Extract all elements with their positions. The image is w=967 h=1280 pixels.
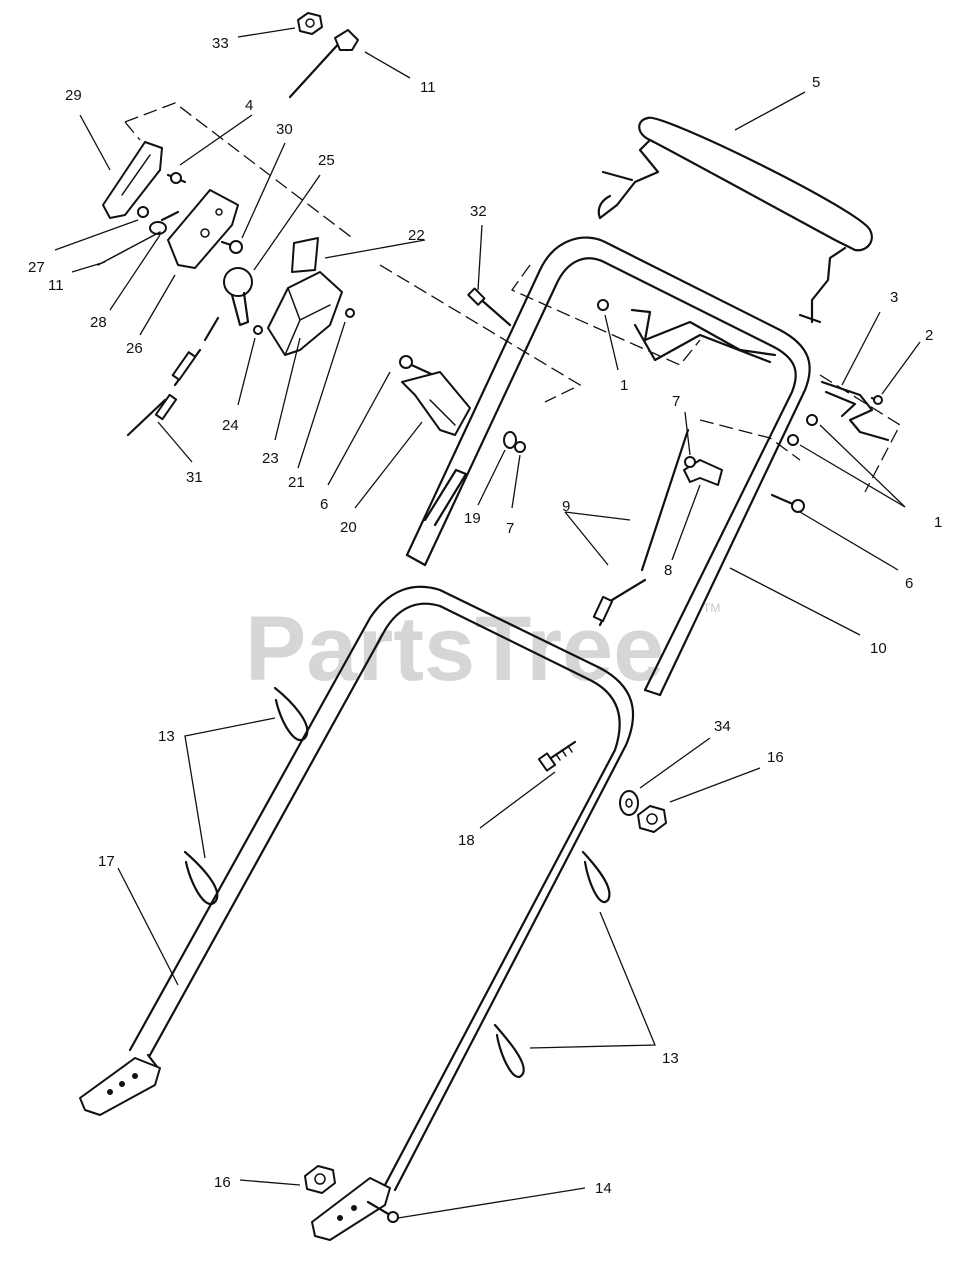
nut-1-handle xyxy=(597,299,609,311)
callout-7-right: 7 xyxy=(672,393,680,410)
callout-23: 23 xyxy=(262,450,279,467)
latch-2 xyxy=(870,395,883,405)
callout-18: 18 xyxy=(458,832,475,849)
callout-6-left: 6 xyxy=(320,496,328,513)
callout-30: 30 xyxy=(276,121,293,138)
lower-left-bracket xyxy=(79,1057,161,1116)
cable-end-11-lower xyxy=(97,231,161,266)
spring-4 xyxy=(166,172,187,184)
callout-31: 31 xyxy=(186,469,203,486)
callout-11-lower: 11 xyxy=(48,277,64,294)
callout-21: 21 xyxy=(288,474,305,491)
callout-6-right: 6 xyxy=(905,575,913,592)
callout-14: 14 xyxy=(595,1180,612,1197)
callout-1-handle: 1 xyxy=(620,377,628,394)
callout-34: 34 xyxy=(714,718,731,735)
callout-29: 29 xyxy=(65,87,82,104)
bracket-20 xyxy=(401,371,471,436)
label-22 xyxy=(291,237,319,273)
housing-29 xyxy=(102,141,163,219)
callout-9: 9 xyxy=(562,498,570,515)
washer-19 xyxy=(503,431,517,449)
callout-28: 28 xyxy=(90,314,107,331)
callout-16-upper: 16 xyxy=(767,749,784,766)
nut-21 xyxy=(345,308,355,318)
callout-27: 27 xyxy=(28,259,45,276)
washer-24 xyxy=(253,325,263,335)
bolt-6-right xyxy=(770,493,805,513)
callout-7-left: 7 xyxy=(506,520,514,537)
callout-32: 32 xyxy=(470,203,487,220)
callout-24: 24 xyxy=(222,417,239,434)
callout-22: 22 xyxy=(408,227,425,244)
callout-4: 4 xyxy=(245,97,253,114)
cable-end-11-upper xyxy=(288,29,359,99)
lever-housing-26 xyxy=(167,189,239,269)
callout-1-right: 1 xyxy=(934,514,942,531)
bolt-30 xyxy=(220,240,243,254)
callout-26: 26 xyxy=(126,340,143,357)
callout-33: 33 xyxy=(212,35,229,52)
callout-16-lower: 16 xyxy=(214,1174,231,1191)
callout-19: 19 xyxy=(464,510,481,527)
callout-25: 25 xyxy=(318,152,335,169)
nut-16-lower xyxy=(304,1165,336,1194)
latch-3 xyxy=(820,380,890,442)
callout-11-upper: 11 xyxy=(420,79,436,96)
cable-9 xyxy=(592,428,690,627)
nut-7-left xyxy=(514,441,526,453)
washer-28 xyxy=(149,210,180,235)
nut-16-upper xyxy=(637,805,667,833)
nut-33 xyxy=(297,12,323,35)
control-housing-23 xyxy=(267,271,343,356)
upper-handle xyxy=(405,236,811,697)
nut-27 xyxy=(137,206,149,218)
upper-bail xyxy=(597,116,873,324)
nut-7-right xyxy=(684,456,696,468)
callout-20: 20 xyxy=(340,519,357,536)
callout-5: 5 xyxy=(812,74,820,91)
watermark-tm: TM xyxy=(703,601,720,615)
callout-13-lower: 13 xyxy=(662,1050,679,1067)
cable-ties xyxy=(183,686,611,1079)
bolt-32 xyxy=(467,287,512,327)
callout-3: 3 xyxy=(890,289,898,306)
callout-2: 2 xyxy=(925,327,933,344)
callout-10: 10 xyxy=(870,640,887,657)
bolt-18 xyxy=(537,740,577,772)
bolt-14 xyxy=(366,1200,399,1223)
washer-34 xyxy=(619,790,639,816)
callout-13-upper: 13 xyxy=(158,728,175,745)
callout-8: 8 xyxy=(664,562,672,579)
nuts-1-right xyxy=(787,414,818,446)
cable-31 xyxy=(126,316,220,437)
lower-right-bracket xyxy=(311,1177,391,1241)
knob-25 xyxy=(223,267,253,327)
callout-labels: 33 11 29 4 30 25 5 22 32 27 11 28 26 3 2… xyxy=(28,35,942,1197)
callout-17: 17 xyxy=(98,853,115,870)
leader-lines xyxy=(54,27,921,1219)
